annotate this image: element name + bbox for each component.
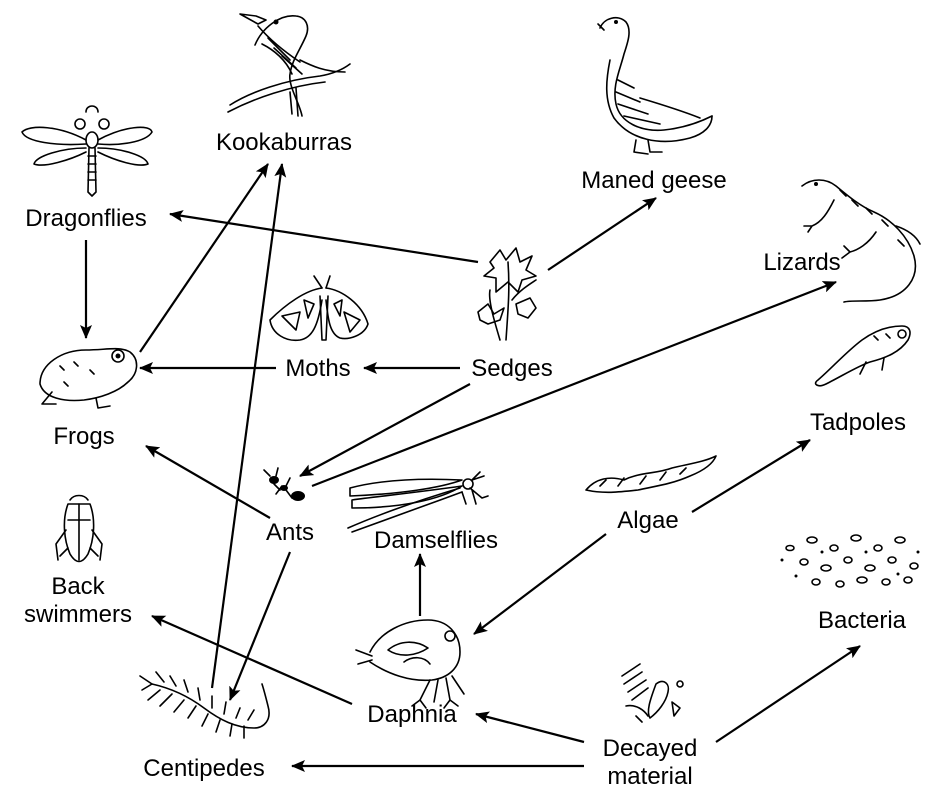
label-daphnia: Daphnia — [367, 701, 457, 728]
label-maned-geese: Maned geese — [581, 167, 726, 194]
label-algae: Algae — [617, 507, 678, 534]
edge-daphnia-to-back-swimmers — [152, 616, 352, 704]
bacteria-illustration — [781, 535, 920, 587]
label-back-swimmers-line2: swimmers — [24, 601, 132, 628]
label-ants: Ants — [266, 519, 314, 546]
moth-illustration — [270, 276, 368, 340]
tadpole-illustration — [816, 326, 910, 386]
edge-sedges-to-maned-geese — [548, 198, 656, 270]
sedge-illustration — [478, 248, 536, 340]
label-moths: Moths — [285, 355, 350, 382]
label-lizards: Lizards — [763, 249, 840, 276]
label-bacteria: Bacteria — [818, 607, 907, 634]
back-swimmer-illustration — [56, 496, 102, 562]
edge-sedges-to-dragonflies — [170, 214, 478, 262]
lizard-illustration — [802, 180, 920, 302]
label-decayed-material-line2: material — [607, 763, 692, 790]
ant-illustration — [264, 468, 305, 501]
edge-algae-to-tadpoles — [692, 440, 810, 512]
edge-ants-to-lizards — [312, 282, 836, 486]
edge-frogs-to-kookaburras — [140, 164, 268, 352]
frog-illustration — [40, 349, 137, 408]
label-back-swimmers-line1: Back — [51, 573, 105, 600]
edge-ants-to-frogs — [146, 446, 270, 518]
algae-illustration — [586, 456, 716, 492]
label-tadpoles: Tadpoles — [810, 409, 906, 436]
edge-decayed-material-to-bacteria — [716, 646, 860, 742]
daphnia-illustration — [356, 620, 464, 708]
edge-centipedes-to-kookaburras — [212, 164, 282, 688]
label-kookaburras: Kookaburras — [216, 129, 352, 156]
label-decayed-material-line1: Decayed — [603, 735, 698, 762]
damselfly-illustration — [348, 472, 488, 532]
food-web-edges — [86, 164, 860, 766]
label-sedges: Sedges — [471, 355, 552, 382]
centipede-illustration — [140, 672, 269, 738]
edge-decayed-material-to-daphnia — [476, 714, 584, 742]
label-damselflies: Damselflies — [374, 527, 498, 554]
kookaburra-illustration — [228, 14, 350, 116]
label-dragonflies: Dragonflies — [25, 205, 146, 232]
label-centipedes: Centipedes — [143, 755, 264, 782]
label-frogs: Frogs — [53, 423, 114, 450]
decayed-material-illustration — [622, 664, 683, 722]
edge-ants-to-centipedes — [230, 552, 290, 700]
edge-sedges-to-ants — [300, 384, 470, 476]
maned-goose-illustration — [598, 18, 712, 154]
food-web-labels: Kookaburras Maned geese Dragonflies Liza… — [24, 129, 907, 790]
dragonfly-illustration — [22, 106, 152, 196]
